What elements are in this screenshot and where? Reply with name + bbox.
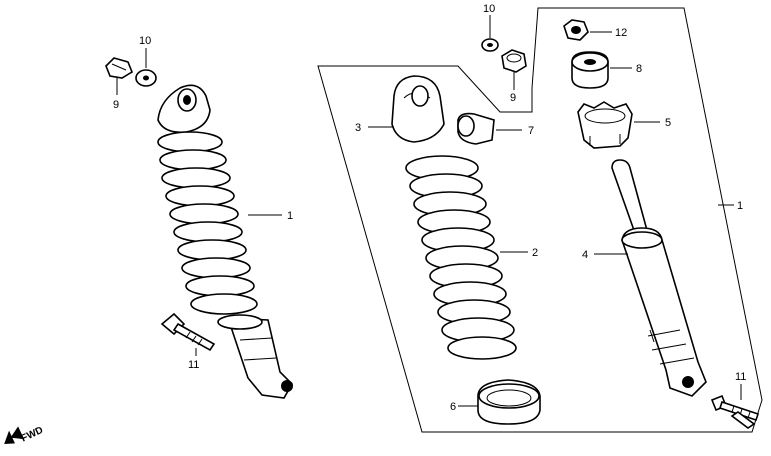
bushing-8 <box>571 51 609 89</box>
exploded-view-outline <box>317 7 763 433</box>
left-nut-callout: 9 <box>113 99 119 111</box>
top-washer <box>481 38 499 52</box>
left-shock-absorber <box>157 84 293 399</box>
left-washer-callout: 10 <box>139 35 151 47</box>
spring-2 <box>405 155 517 360</box>
top-washer-callout: 10 <box>483 3 495 15</box>
right-bolt <box>710 394 760 429</box>
fwd-arrow-icon: FWD <box>4 425 45 445</box>
left-nut <box>105 57 133 79</box>
spring-seat-5 <box>577 101 633 149</box>
spring-seat-5-callout: 5 <box>665 117 671 129</box>
cover-3 <box>391 75 445 143</box>
left-bolt <box>160 312 216 352</box>
seat-6-callout: 6 <box>450 401 456 413</box>
damper-4-callout: 4 <box>582 249 588 261</box>
left-shock-spring <box>157 131 263 330</box>
left-bolt-callout: 11 <box>188 359 199 371</box>
fwd-label: FWD <box>20 425 45 445</box>
bushing-7-callout: 7 <box>528 125 534 137</box>
right-bolt-callout: 11 <box>735 371 746 383</box>
left-shock-callout: 1 <box>287 210 293 222</box>
spring-2-callout: 2 <box>532 247 538 259</box>
bushing-7 <box>457 112 495 145</box>
damper-4 <box>611 159 707 397</box>
cover-3-callout: 3 <box>355 122 361 134</box>
left-washer <box>135 69 157 87</box>
nut-12 <box>563 19 589 41</box>
top-nut <box>501 49 527 73</box>
bushing-8-callout: 8 <box>636 63 642 75</box>
assembly-1-callout: 1 <box>737 200 743 212</box>
seat-6 <box>477 379 541 425</box>
nut-12-callout: 12 <box>615 27 627 39</box>
top-nut-callout: 9 <box>510 92 516 104</box>
